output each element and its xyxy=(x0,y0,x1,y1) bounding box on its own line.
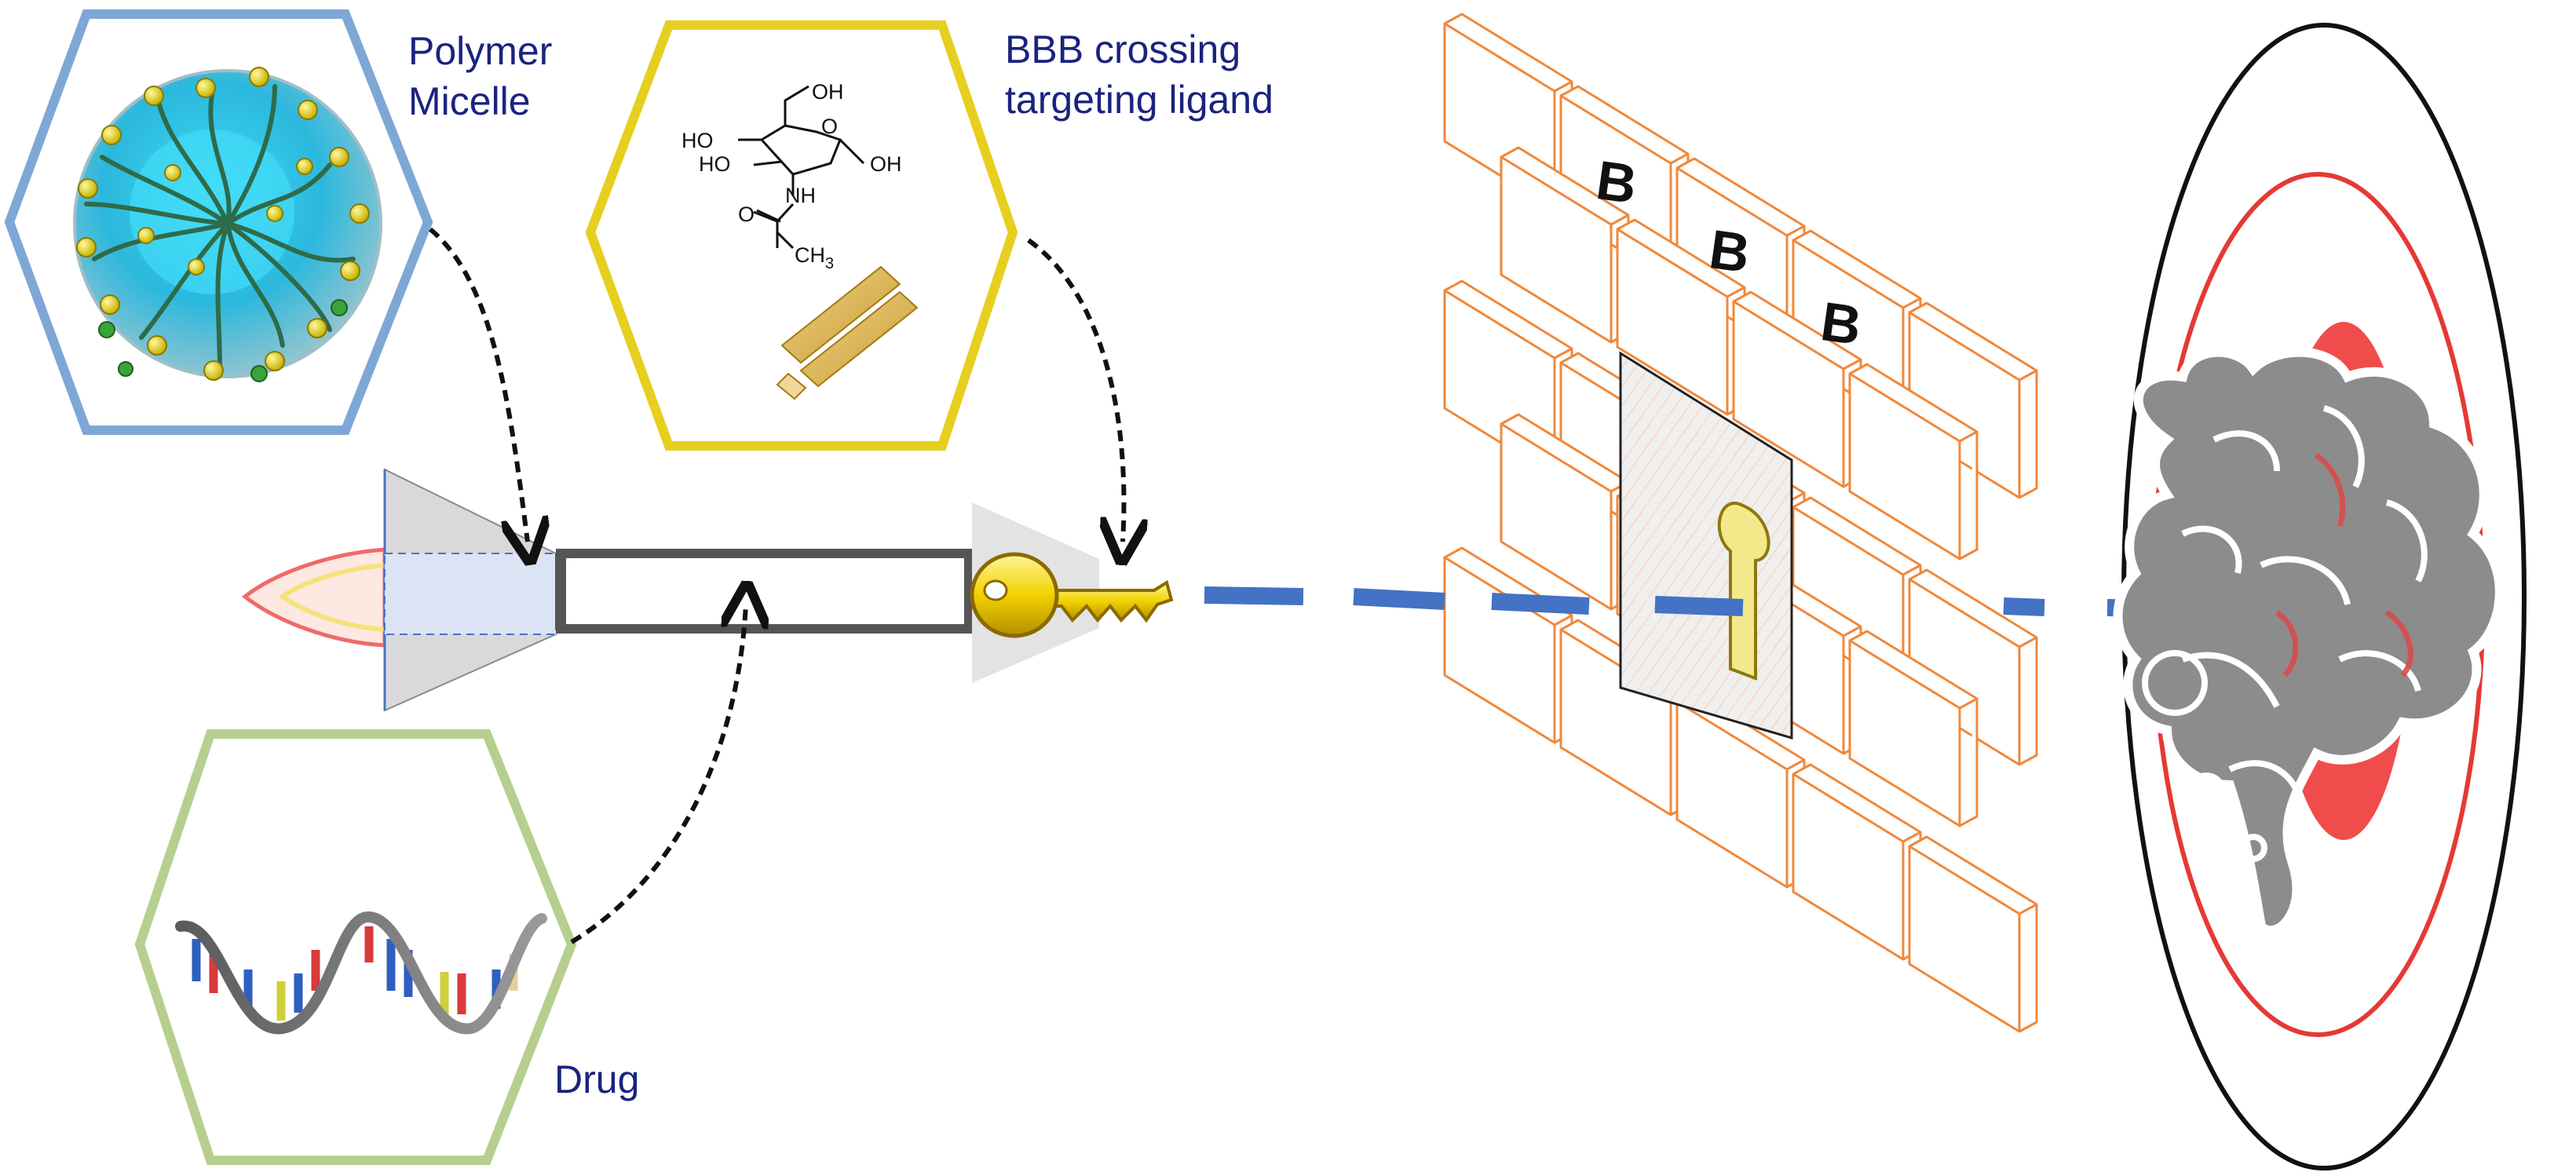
wall-letter-3: B xyxy=(1818,290,1865,356)
rocket-engine-chamber xyxy=(384,553,557,635)
ligand-hexagon-frame xyxy=(585,20,1018,451)
wall-brick xyxy=(1792,763,1922,961)
wall-brick xyxy=(1848,630,1979,827)
wall-brick xyxy=(1848,363,1979,561)
drug-label: Drug xyxy=(554,1057,639,1101)
drug-hexagon-frame xyxy=(134,729,577,1165)
wall-brick xyxy=(1908,835,2038,1033)
molecule-ho-left-1: HO xyxy=(681,129,714,152)
molecule-ch3-main: CH xyxy=(795,243,825,267)
ligand-to-key-arrow xyxy=(1027,238,1124,542)
blood-brain-barrier-wall xyxy=(1443,13,2038,1033)
brain-icon xyxy=(2113,347,2505,936)
micelle-label-line2: Micelle xyxy=(408,79,531,123)
rocket-body-tube xyxy=(556,549,974,634)
molecule-oh-right: OH xyxy=(870,152,902,176)
micelle-to-rocket-arrow xyxy=(429,227,528,542)
molecule-o-acetyl: O xyxy=(738,203,755,226)
drug-to-rocket-arrow xyxy=(570,604,746,944)
drug-panel xyxy=(134,729,577,1165)
rocket-flame-icon xyxy=(241,547,387,648)
micelle-hexagon-frame xyxy=(4,9,433,435)
nanocarrier-rocket xyxy=(241,468,1099,712)
ligand-key-bars-icon xyxy=(776,265,919,400)
brain-target xyxy=(2113,23,2527,1171)
connector-arrows xyxy=(429,227,1124,944)
glucosamine-structure xyxy=(738,85,865,250)
molecule-nh: NH xyxy=(785,184,816,207)
molecule-ho-left-2: HO xyxy=(699,152,731,176)
wall-brick xyxy=(1443,546,1573,744)
ligand-label-line2: targeting ligand xyxy=(1005,78,1273,122)
molecule-oh-top: OH xyxy=(812,80,844,104)
keyhole-icon xyxy=(1717,502,1770,681)
barrier-door xyxy=(1619,351,1793,740)
ligand-label-line1: BBB crossing xyxy=(1005,27,1240,71)
wall-letter-2: B xyxy=(1706,218,1754,284)
micelle-label-line1: Polymer xyxy=(408,29,552,73)
micelle-illustration xyxy=(73,67,382,382)
molecule-ch3-subscript: 3 xyxy=(825,255,834,272)
dna-icon xyxy=(175,911,547,1035)
key-icon xyxy=(970,552,1174,638)
targeting-ligand-panel: OH HO O HO OH NH O CH3 xyxy=(585,20,1018,451)
polymer-micelle-panel xyxy=(4,9,433,435)
wall-letter-1: B xyxy=(1593,149,1641,215)
molecule-ch3: CH3 xyxy=(795,243,834,272)
molecule-ring-o: O xyxy=(821,115,838,138)
molecule-labels: OH HO O HO OH NH O CH3 xyxy=(681,80,902,272)
